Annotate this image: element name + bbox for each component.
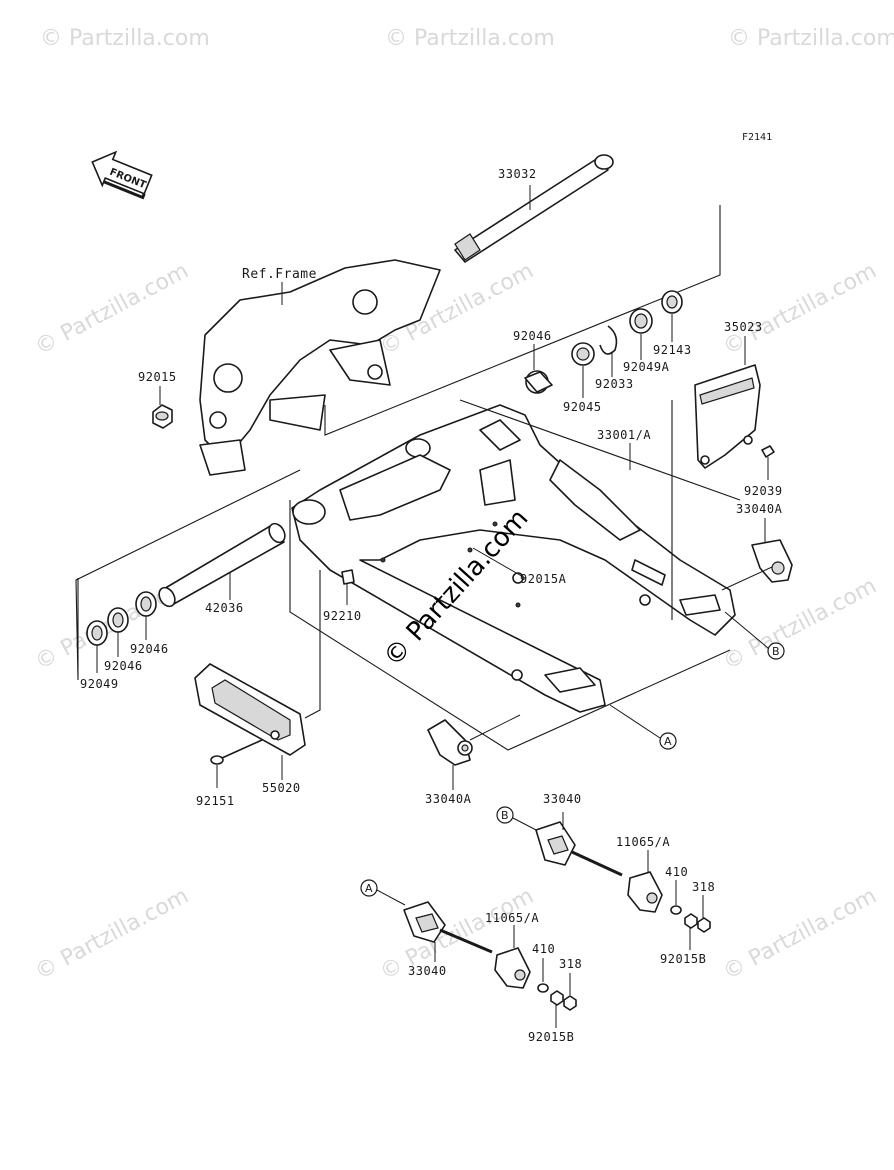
part-label-35023: 35023: [724, 320, 763, 334]
bolt-92039: [761, 445, 775, 458]
part-label-33032: 33032: [498, 167, 537, 181]
chain-slider-55020: [194, 663, 306, 756]
part-label-92015B-right: 92015B: [660, 952, 706, 966]
part-label-92045: 92045: [563, 400, 602, 414]
bearing-stack-top: [524, 290, 683, 394]
part-label-33040-a: 33040: [408, 964, 447, 978]
part-label-11065A-left: 11065/A: [485, 911, 539, 925]
assembly-frame-left: [304, 570, 321, 719]
part-label-410-right: 410: [665, 865, 688, 879]
chain-adjuster-33040A-bottom: [427, 719, 473, 766]
leader-line: [469, 714, 521, 741]
part-label-92033: 92033: [595, 377, 634, 391]
part-label-33040-b: 33040: [543, 792, 582, 806]
assembly-frame-mid: [289, 500, 731, 751]
watermark: © Partzilla.com: [728, 26, 894, 51]
nut-92015B-left: [550, 990, 564, 1006]
assembly-frame-left: [75, 469, 301, 681]
ref-frame-label: Ref.Frame: [242, 267, 317, 282]
part-label-410-left: 410: [532, 942, 555, 956]
frame-section: [199, 259, 441, 476]
part-label-318-right: 318: [692, 880, 715, 894]
adjuster-end-11065A-right: [627, 871, 663, 913]
leader-line: [721, 566, 773, 591]
part-label-92046-low: 92046: [104, 659, 143, 673]
assembly-frame-mid: [459, 399, 741, 501]
screw-92151: [210, 739, 263, 765]
callout-a: A: [659, 732, 677, 750]
pivot-shaft: [454, 154, 614, 263]
part-label-33040A-bottom: 33040A: [425, 792, 472, 806]
watermark: © Partzilla.com: [40, 26, 210, 51]
diagram-code: F2141: [742, 132, 772, 143]
front-arrow: FRONT: [91, 150, 153, 200]
svg-text:B: B: [772, 645, 780, 658]
part-label-92046-top: 92046: [513, 329, 552, 343]
part-label-33040A-right: 33040A: [736, 502, 783, 516]
chain-guard-35023: [694, 364, 761, 469]
assembly-frame-top: [324, 205, 721, 436]
bearing-stack-left: [86, 591, 157, 646]
part-label-92015: 92015: [138, 370, 177, 384]
part-label-42036: 42036: [205, 601, 244, 615]
part-label-318-left: 318: [559, 957, 582, 971]
svg-text:A: A: [664, 735, 672, 748]
part-label-92046-mid: 92046: [130, 642, 169, 656]
part-label-11065A-right: 11065/A: [616, 835, 670, 849]
collar-42036: [158, 522, 286, 608]
bolt-92210: [341, 569, 355, 585]
part-label-92210: 92210: [323, 609, 362, 623]
adjuster-end-11065A-left: [494, 947, 531, 989]
part-label-92015A: 92015A: [520, 572, 567, 586]
adjuster-bolt: [571, 850, 623, 877]
part-label-92151: 92151: [196, 794, 235, 808]
washer-410-right: [670, 905, 682, 915]
svg-text:B: B: [501, 809, 509, 822]
svg-text:A: A: [365, 882, 373, 895]
part-label-92039: 92039: [744, 484, 783, 498]
watermark: © Partzilla.com: [31, 259, 193, 361]
nut-318-right: [697, 917, 711, 933]
adjuster-block-33040-a: [403, 901, 446, 943]
watermark: © Partzilla.com: [385, 26, 555, 51]
callout-b: B: [767, 642, 785, 660]
nut-318-left: [563, 995, 577, 1011]
part-label-33001A: 33001/A: [597, 428, 651, 442]
nut-92015B-right: [684, 913, 698, 929]
part-label-55020: 55020: [262, 781, 301, 795]
watermark: © Partzilla.com: [719, 574, 881, 676]
washer-410-left: [537, 983, 549, 993]
watermark: © Partzilla.com: [31, 884, 193, 986]
leader-line: [724, 611, 769, 649]
part-label-92143: 92143: [653, 343, 692, 357]
part-label-92049A: 92049A: [623, 360, 670, 374]
leader-line: [472, 547, 526, 579]
swingarm: [291, 404, 736, 713]
adjuster-bolt: [439, 928, 493, 954]
watermark: © Partzilla.com: [719, 884, 881, 986]
watermark: © Partzilla.com: [719, 259, 881, 361]
callout-b-lower: B: [496, 806, 514, 824]
adjuster-block-33040-b: [535, 821, 576, 866]
leader-line: [609, 704, 661, 739]
part-label-92049: 92049: [80, 677, 119, 691]
chain-adjuster-33040A-right: [751, 539, 793, 583]
part-label-92015B-left: 92015B: [528, 1030, 574, 1044]
leader-line: [376, 889, 406, 906]
callout-a-lower: A: [360, 879, 378, 897]
nut-92015: [152, 404, 173, 429]
